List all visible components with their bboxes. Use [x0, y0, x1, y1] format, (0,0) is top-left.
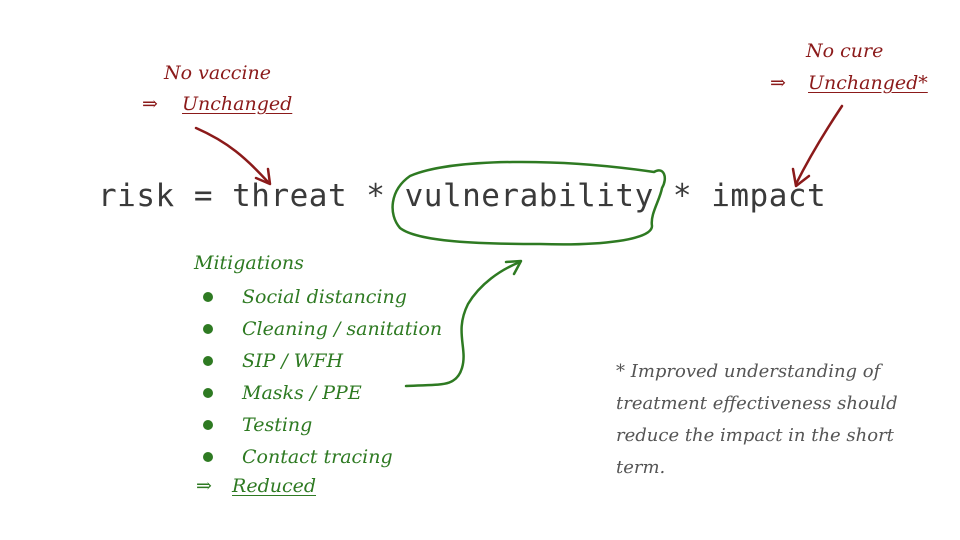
list-item-label: Social distancing: [242, 286, 407, 308]
list-item: Testing: [200, 411, 442, 443]
bullet-icon: [203, 388, 213, 398]
list-item-label: Contact tracing: [242, 446, 393, 468]
bullet-icon: [203, 452, 213, 462]
list-item-label: Cleaning / sanitation: [242, 318, 443, 340]
impact-result: ⇒ Unchanged*: [770, 72, 928, 94]
mitigation-arrow-icon: [404, 260, 522, 388]
footnote: * Improved understanding of treatment ef…: [616, 361, 898, 478]
impact-arrowhead-icon: [791, 167, 811, 188]
bullet-icon: [203, 420, 213, 430]
list-item: Cleaning / sanitation: [200, 315, 442, 347]
no-cure-note: No cure: [806, 40, 884, 62]
list-item: Social distancing: [200, 283, 442, 315]
threat-result: ⇒ Unchanged: [142, 93, 292, 115]
mitigation-arrowhead-icon: [504, 259, 523, 276]
list-item: Contact tracing: [200, 443, 442, 475]
unchanged-asterisk-label: Unchanged*: [808, 72, 928, 94]
implies-arrow: ⇒: [142, 93, 158, 115]
implies-arrow: ⇒: [770, 72, 786, 94]
implies-arrow: ⇒: [196, 475, 212, 497]
list-item-label: SIP / WFH: [242, 350, 344, 372]
bullet-icon: [203, 324, 213, 334]
bullet-icon: [203, 356, 213, 366]
list-item-label: Masks / PPE: [242, 382, 362, 404]
mitigations-list: Social distancing Cleaning / sanitation …: [200, 283, 442, 475]
vulnerability-circle-icon: [391, 160, 666, 246]
threat-arrowhead-icon: [254, 167, 272, 186]
list-item: Masks / PPE: [200, 379, 442, 411]
reduced-label: Reduced: [232, 475, 317, 497]
threat-arrow-icon: [194, 126, 270, 184]
unchanged-label: Unchanged: [182, 93, 293, 115]
vulnerability-result: ⇒ Reduced: [196, 475, 316, 497]
risk-formula: risk = threat * vulnerability * impact: [98, 178, 827, 214]
list-item: SIP / WFH: [200, 347, 442, 379]
mitigations-title: Mitigations: [194, 252, 304, 274]
impact-arrow-icon: [794, 104, 844, 186]
bullet-icon: [203, 292, 213, 302]
list-item-label: Testing: [242, 414, 313, 436]
no-vaccine-note: No vaccine: [164, 62, 272, 84]
